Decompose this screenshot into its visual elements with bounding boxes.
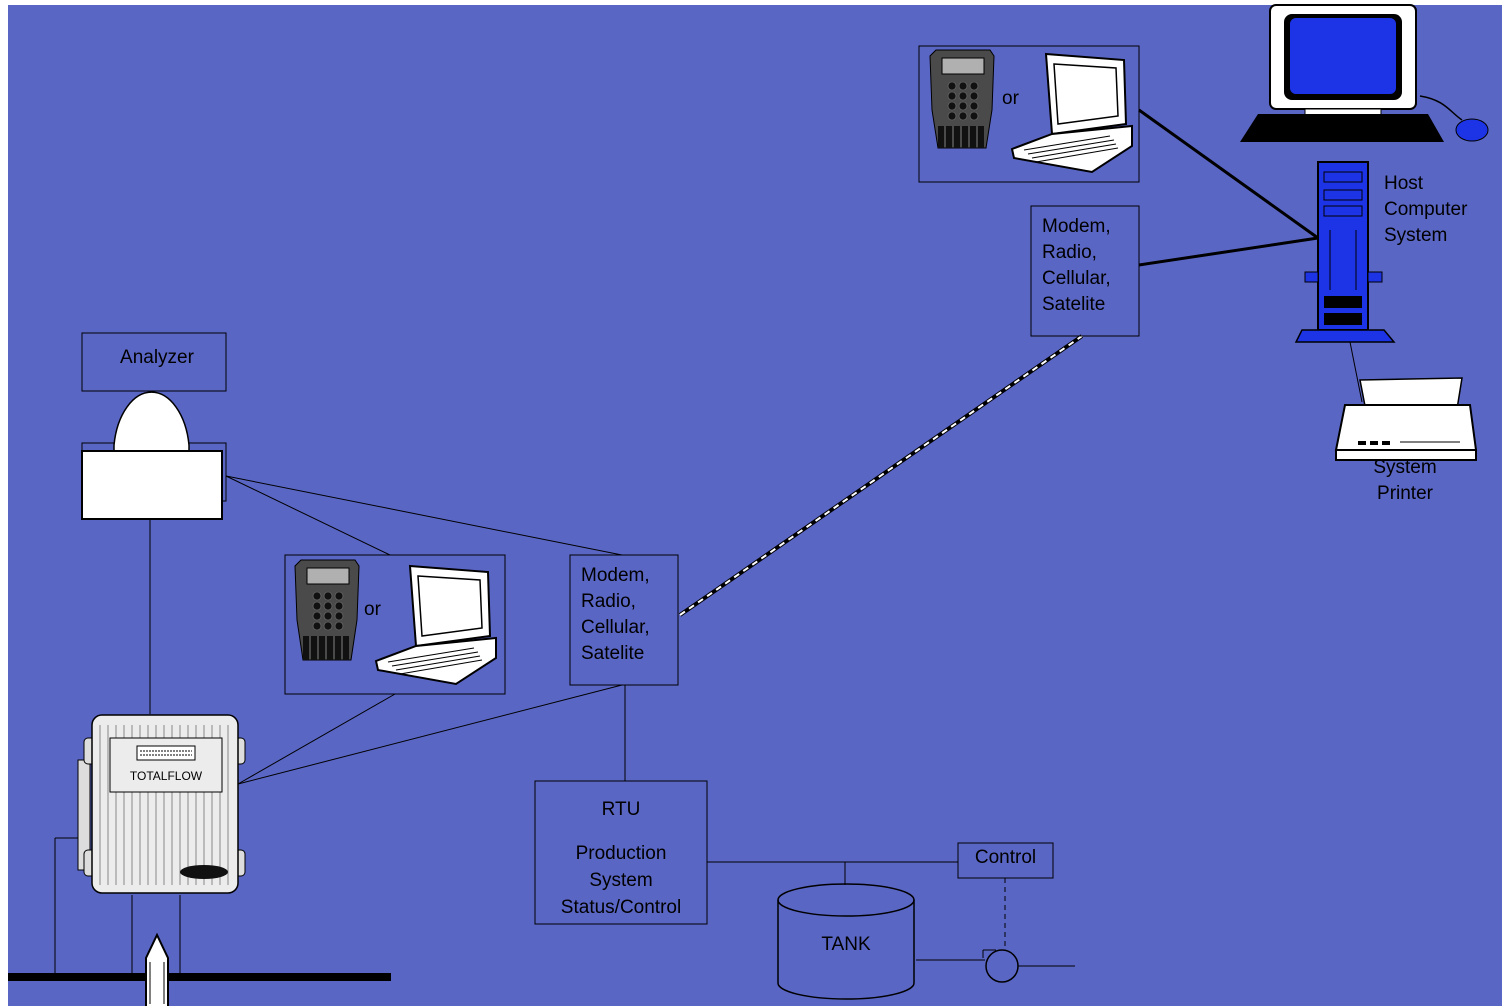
tank-icon xyxy=(777,883,915,1000)
control-label: Control xyxy=(974,847,1037,868)
modem-local-line: Radio, xyxy=(581,591,636,612)
host-line: Computer xyxy=(1384,199,1468,220)
modem-remote-line: Satelite xyxy=(1042,294,1106,315)
pump-icon xyxy=(982,949,1019,983)
line-totalflow-modem xyxy=(237,684,623,785)
host-label: Host Computer System xyxy=(1384,171,1467,249)
wireless-link xyxy=(679,335,1083,616)
modem-remote-box xyxy=(1030,205,1140,337)
connection-lines xyxy=(54,341,1363,975)
rtu-line: Status/Control xyxy=(560,897,682,918)
host-tower-icon xyxy=(1294,161,1396,343)
modem-remote-line: Modem, xyxy=(1042,216,1111,237)
line-remote-modem-host xyxy=(1138,236,1319,267)
rtu-box xyxy=(534,780,708,925)
handheld-terminal-icon xyxy=(929,49,995,149)
rtu-line: System xyxy=(589,870,653,891)
tank-label: TANK xyxy=(821,934,871,955)
printer-label: System Printer xyxy=(1362,455,1448,507)
totalflow-label: TOTALFLOW xyxy=(129,769,203,783)
modem-local-line: Satelite xyxy=(581,643,645,664)
control-box xyxy=(957,842,1054,879)
modem-local-line: Cellular, xyxy=(581,617,650,638)
pipe-probe-icon xyxy=(145,932,169,1006)
modem-remote-line: Radio, xyxy=(1042,242,1097,263)
printer-line: System xyxy=(1373,457,1437,478)
local-devices-box xyxy=(284,554,506,695)
rtu-description: Production System Status/Control xyxy=(535,840,707,921)
thick-host-lines xyxy=(1138,108,1319,267)
modem-remote-label: Modem, Radio, Cellular, Satelite xyxy=(1042,214,1111,318)
remote-devices-box xyxy=(918,45,1140,183)
handheld-terminal-icon xyxy=(294,559,360,661)
modem-local-line: Modem, xyxy=(581,565,650,586)
totalflow-unit-icon xyxy=(77,714,246,894)
host-line: Host xyxy=(1384,173,1424,194)
rtu-title: RTU xyxy=(601,799,641,820)
diagram-background xyxy=(8,5,1502,1006)
host-monitor-icon xyxy=(1240,4,1489,142)
rtu-line: Production xyxy=(575,843,667,864)
line-remote-devices-host xyxy=(1138,108,1319,240)
host-line: System xyxy=(1384,225,1448,246)
modem-remote-line: Cellular, xyxy=(1042,268,1111,289)
modem-local-label: Modem, Radio, Cellular, Satelite xyxy=(581,563,650,667)
analyzer-box xyxy=(81,332,227,392)
modem-local-box xyxy=(569,554,679,686)
analyzer-label: Analyzer xyxy=(120,347,194,368)
printer-line: Printer xyxy=(1377,483,1433,504)
analyzer-dome xyxy=(113,391,190,457)
analyzer-base xyxy=(81,450,223,520)
line-totalflow-local-devices xyxy=(237,693,396,785)
line-host-printer xyxy=(1349,341,1363,403)
remote-or-label: or xyxy=(1002,88,1019,109)
laptop-icon xyxy=(1010,52,1133,174)
local-or-label: or xyxy=(364,599,381,620)
laptop-icon xyxy=(374,564,497,686)
line-analyzer-local-devices xyxy=(225,475,391,556)
line-analyzer-modem xyxy=(225,475,623,556)
printer-icon xyxy=(1334,377,1478,461)
